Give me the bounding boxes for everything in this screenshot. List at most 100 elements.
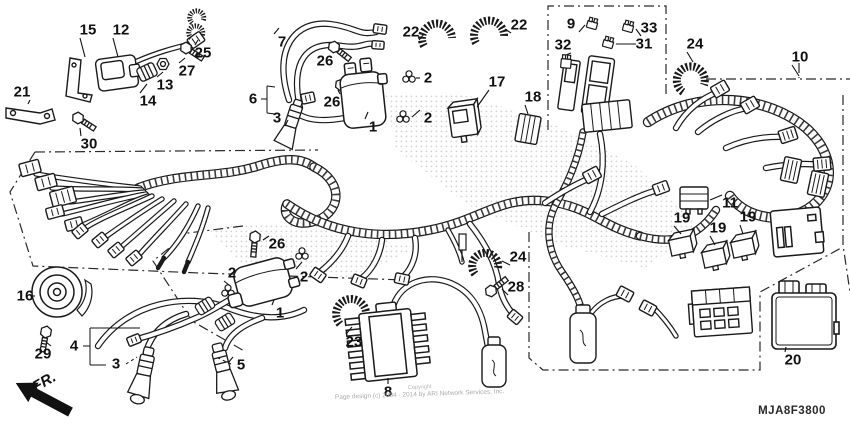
connector bbox=[309, 266, 327, 284]
part-callout-2: 2 bbox=[300, 269, 308, 286]
part-callout-32: 32 bbox=[555, 37, 572, 54]
diagram-code: MJA8F3800 bbox=[758, 405, 826, 417]
part-callout-7: 7 bbox=[278, 34, 286, 51]
connector bbox=[45, 204, 65, 220]
connector bbox=[806, 170, 830, 198]
connector bbox=[350, 273, 368, 289]
fuse-31 bbox=[601, 35, 615, 50]
connector bbox=[18, 158, 42, 178]
part-callout-19: 19 bbox=[740, 209, 757, 226]
condenser-bottle-b bbox=[569, 304, 597, 364]
ignition-coil-1-top bbox=[339, 57, 388, 129]
part-callout-17: 17 bbox=[489, 74, 506, 91]
harness-connectors bbox=[18, 23, 832, 347]
part-callout-25: 25 bbox=[195, 45, 212, 62]
part-callout-1: 1 bbox=[276, 305, 284, 322]
bolt-26-c bbox=[249, 230, 261, 258]
part-callout-29: 29 bbox=[35, 346, 52, 363]
components bbox=[5, 8, 840, 405]
relay-19-b bbox=[699, 239, 731, 272]
part-callout-11: 11 bbox=[722, 195, 738, 212]
bracket-21 bbox=[5, 107, 56, 125]
part-callout-19: 19 bbox=[674, 210, 691, 227]
connector bbox=[581, 165, 603, 185]
part-callout-8: 8 bbox=[384, 384, 392, 401]
relay-17 bbox=[446, 96, 482, 144]
part-callout-22: 22 bbox=[511, 17, 528, 34]
part-callout-24: 24 bbox=[687, 36, 704, 53]
clip-2-b bbox=[396, 110, 410, 123]
part-callout-1: 1 bbox=[369, 119, 377, 136]
plug-cap-3-top bbox=[273, 98, 303, 151]
part-callout-23: 23 bbox=[346, 334, 363, 351]
connector bbox=[779, 156, 803, 184]
connector bbox=[506, 308, 524, 326]
part-callout-26: 26 bbox=[269, 236, 286, 253]
part-callout-27: 27 bbox=[179, 63, 196, 80]
connector bbox=[393, 272, 411, 286]
connector bbox=[812, 156, 832, 172]
copyright-small: Copyright bbox=[408, 384, 432, 391]
part-callout-28: 28 bbox=[508, 279, 525, 296]
bolt-27 bbox=[180, 41, 206, 62]
part-callout-15: 15 bbox=[80, 22, 97, 39]
unit-18 bbox=[514, 112, 542, 146]
clip-2-a bbox=[402, 70, 416, 83]
connector bbox=[638, 299, 658, 317]
bolt-28 bbox=[484, 275, 510, 298]
ignition-switch-12 bbox=[94, 54, 142, 92]
fuse-32 bbox=[560, 54, 572, 69]
part-callout-26: 26 bbox=[317, 53, 334, 70]
wire-band-22-a bbox=[418, 19, 456, 48]
front-direction-arrow: FR. bbox=[15, 369, 73, 417]
part-callout-5: 5 bbox=[237, 357, 245, 374]
part-callout-16: 16 bbox=[17, 288, 34, 305]
part-callout-24: 24 bbox=[510, 249, 527, 266]
connector bbox=[71, 222, 89, 240]
horn-16 bbox=[31, 266, 93, 318]
part-callout-2: 2 bbox=[424, 110, 432, 127]
relay-box bbox=[769, 206, 825, 258]
part-callout-14: 14 bbox=[140, 93, 157, 110]
nut-13 bbox=[156, 57, 170, 71]
part-callout-12: 12 bbox=[113, 22, 130, 39]
part-callout-18: 18 bbox=[525, 89, 542, 106]
stake-pin bbox=[458, 233, 467, 262]
relay-19-a bbox=[666, 227, 698, 260]
part-callout-10: 10 bbox=[792, 49, 809, 66]
ecu-20 bbox=[771, 280, 840, 350]
plug-cap-5 bbox=[211, 342, 240, 401]
connector bbox=[107, 241, 125, 259]
fuse-9 bbox=[585, 16, 599, 31]
connector bbox=[300, 91, 316, 105]
part-callout-26: 26 bbox=[324, 94, 341, 111]
part-callout-22: 22 bbox=[403, 24, 420, 41]
wire-band-23 bbox=[332, 294, 371, 327]
grommet-14 bbox=[136, 62, 158, 82]
part-callout-13: 13 bbox=[157, 77, 174, 94]
ignition-coil-1-bottom bbox=[227, 257, 301, 309]
part-callout-9: 9 bbox=[567, 16, 575, 33]
fr-arrow-icon bbox=[15, 382, 73, 417]
part-callout-3: 3 bbox=[273, 110, 281, 127]
bolt-29 bbox=[39, 325, 53, 353]
part-callout-30: 30 bbox=[81, 136, 98, 153]
grommet-clips-25 bbox=[186, 8, 207, 40]
part-callout-19: 19 bbox=[710, 220, 727, 237]
part-callout-4: 4 bbox=[70, 338, 79, 355]
relay-19-c bbox=[728, 229, 760, 262]
condenser-bottle-a bbox=[481, 336, 507, 388]
connector bbox=[739, 95, 761, 115]
wire-joint-barrels bbox=[194, 296, 236, 332]
part-callout-3: 3 bbox=[112, 356, 120, 373]
connector bbox=[651, 179, 671, 197]
connector bbox=[48, 185, 78, 209]
regulator-rectifier-8 bbox=[344, 301, 431, 382]
part-callout-31: 31 bbox=[636, 36, 653, 53]
fuse-holder-assembly bbox=[557, 55, 633, 133]
fuse-33 bbox=[621, 19, 635, 34]
callout-brackets bbox=[83, 85, 276, 366]
part-callout-33: 33 bbox=[641, 20, 658, 37]
connector bbox=[615, 285, 635, 303]
